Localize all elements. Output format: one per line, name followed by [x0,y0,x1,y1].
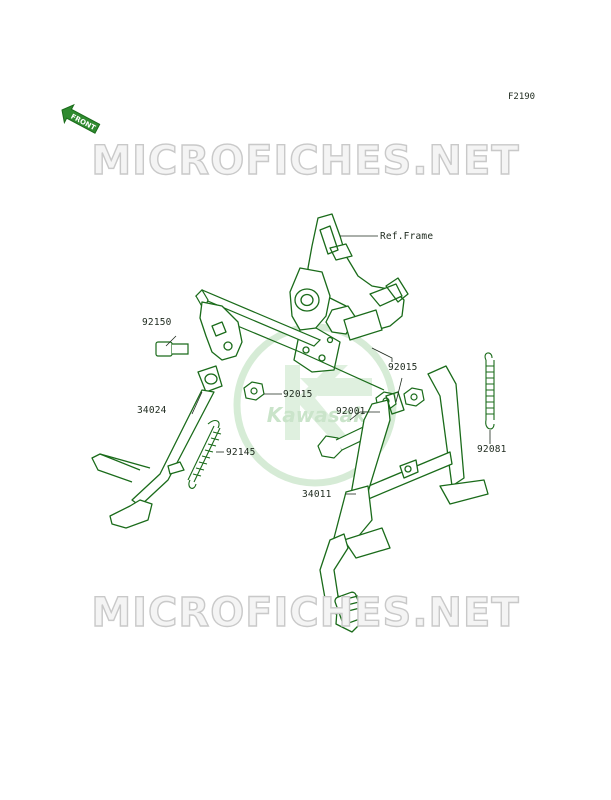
spring-92081 [484,352,495,430]
front-arrow-icon: FRONT [61,103,101,134]
leader-lines [165,235,491,495]
part-label-34011[interactable]: 34011 [302,489,332,500]
part-label-92015-left[interactable]: 92015 [283,389,313,400]
part-label-92150[interactable]: 92150 [142,317,172,328]
part-label-ref-frame[interactable]: Ref.Frame [380,231,434,242]
spring-92145 [187,419,222,489]
part-label-92001[interactable]: 92001 [336,406,366,417]
center-stand [319,365,489,633]
watermark-top: MICROFICHES.NET [91,137,520,184]
part-label-92081[interactable]: 92081 [477,444,507,455]
part-label-34024[interactable]: 34024 [137,405,167,416]
nut-92015-left [243,381,265,401]
diagram-code: F2190 [508,92,536,102]
bolt-92150 [155,341,189,357]
part-label-92145[interactable]: 92145 [226,447,256,458]
watermark-bottom: MICROFICHES.NET [91,589,520,636]
part-label-92015-right[interactable]: 92015 [388,362,418,373]
side-stand [91,301,243,529]
